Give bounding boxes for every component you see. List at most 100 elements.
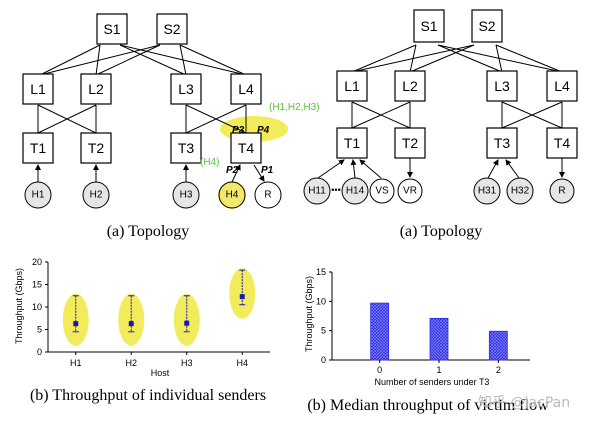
port-p3-label: P3: [232, 125, 245, 136]
chart1-x-tick-label: H1: [70, 358, 82, 368]
chart2-x-tick-label: 2: [496, 365, 501, 375]
right-topology: S1 S2 L1 L2 L3 L4 T1 T2 T3 T4 H11 ••• H1…: [303, 9, 578, 240]
tor-t2: [80, 132, 112, 164]
tor-t3-label: T3: [178, 140, 195, 156]
chart1-y-tick-label: 15: [32, 280, 42, 290]
host-h4: [218, 181, 246, 209]
port-p4-label: P4: [257, 125, 270, 136]
chart2-x-label: Number of senders under T3: [375, 377, 490, 387]
spine-s2: [156, 13, 188, 45]
right-host-vr: [397, 178, 423, 204]
right-leaf-l4-label: L4: [554, 78, 570, 94]
chart-victim-throughput: Throughput (Gbps) Number of senders unde…: [304, 267, 549, 414]
right-topology-caption: (a) Topology: [400, 223, 483, 240]
host-h4-label: H4: [226, 190, 239, 201]
chart2-bar: [488, 330, 508, 361]
host-r-label: R: [264, 190, 271, 201]
right-spine-s1-label: S1: [420, 18, 437, 34]
leaf-l3-label: L3: [178, 81, 194, 97]
right-leaf-l3-label: L3: [494, 78, 510, 94]
host-h2: [82, 181, 110, 209]
leaf-l4-label: L4: [238, 81, 254, 97]
right-tor-t3-label: T3: [494, 135, 511, 151]
leaf-l2-label: L2: [88, 81, 104, 97]
right-tor-t2-label: T2: [402, 135, 419, 151]
left-topology: S1 S2 L1 L2 L3 L4 T1 T2 T3 T4: [22, 13, 320, 240]
chart1-caption: (b) Throughput of individual senders: [30, 387, 266, 404]
right-tor-t1-label: T1: [344, 135, 361, 151]
right-leaf-l4: [546, 70, 578, 102]
chart1-y-tick-label: 0: [37, 347, 42, 357]
watermark-text: 知乎 @JacPan: [478, 394, 570, 411]
host-h2-label: H2: [90, 190, 103, 201]
right-tor-t4-label: T4: [554, 135, 571, 151]
chart2-bar: [370, 302, 390, 361]
host-h1-label: H1: [32, 190, 45, 201]
tor-t4-label: T4: [238, 140, 255, 156]
host-r: [254, 181, 282, 209]
leaf-l1: [22, 73, 54, 105]
right-host-h14-label: H14: [346, 186, 365, 197]
chart1-point: [128, 321, 134, 327]
host-h1: [24, 181, 52, 209]
chart2-x-tick-label: 0: [377, 365, 382, 375]
right-tor-t1: [336, 127, 368, 159]
right-spine-s1: [413, 9, 445, 43]
right-host-h31: [473, 177, 501, 205]
chart1-x-tick-label: H3: [181, 358, 193, 368]
host-ellipsis: •••: [331, 185, 340, 195]
chart2-y-tick-label: 0: [321, 355, 326, 365]
right-host-r: [549, 178, 575, 204]
chart1-y-label: Throughput (Gbps): [14, 268, 24, 344]
green-annotation-h123: (H1,H2,H3): [269, 102, 320, 113]
port-p2-label: P2: [226, 165, 239, 176]
right-spine-s2-label: S2: [478, 18, 495, 34]
right-host-vs: [369, 178, 395, 204]
chart2-caption: (b) Median throughput of victim flow: [307, 397, 549, 414]
leaf-l2: [80, 73, 112, 105]
chart1-y-tick-label: 5: [37, 325, 42, 335]
chart1-x-label: Host: [151, 368, 170, 378]
chart1-point: [239, 294, 245, 300]
tor-t4: [230, 132, 262, 164]
right-spine-s2: [471, 9, 503, 43]
tor-t2-label: T2: [88, 140, 105, 156]
leaf-l1-label: L1: [30, 81, 46, 97]
chart1-highlight: [229, 268, 256, 319]
host-h3: [172, 181, 200, 209]
chart1-point: [73, 321, 79, 327]
right-host-vr-label: VR: [403, 186, 417, 197]
chart1-y-tick-label: 20: [32, 257, 42, 267]
right-host-h32: [506, 177, 534, 205]
right-leaf-l1: [336, 70, 368, 102]
chart1-y-tick-label: 10: [32, 302, 42, 312]
right-leaf-l2-label: L2: [402, 78, 418, 94]
leaf-l4: [230, 73, 262, 105]
right-host-h11: [303, 177, 331, 205]
spine-s1-label: S1: [103, 21, 120, 37]
spine-s1: [96, 13, 128, 45]
host-h3-label: H3: [180, 190, 193, 201]
chart1-x-tick-label: H2: [125, 358, 137, 368]
right-host-h11-label: H11: [308, 186, 326, 197]
chart2-y-tick-label: 15: [316, 267, 326, 277]
right-host-vs-label: VS: [375, 186, 389, 197]
right-leaf-l3: [486, 70, 518, 102]
right-leaf-l1-label: L1: [344, 78, 360, 94]
chart2-y-tick-label: 5: [321, 326, 326, 336]
right-tor-t3: [486, 127, 518, 159]
tor-t1: [22, 132, 54, 164]
right-host-h32-label: H32: [511, 186, 530, 197]
chart2-x-tick-label: 1: [436, 365, 441, 375]
leaf-l3: [170, 73, 202, 105]
right-tor-t4: [546, 127, 578, 159]
right-host-r-label: R: [558, 186, 565, 197]
chart2-y-tick-label: 10: [316, 296, 326, 306]
chart2-y-label: Throughput (Gbps): [304, 276, 314, 352]
left-topology-caption: (a) Topology: [107, 223, 190, 240]
port-p1-label: P1: [261, 165, 274, 176]
spine-s2-label: S2: [163, 21, 180, 37]
green-annotation-h4: (H4): [200, 157, 219, 168]
